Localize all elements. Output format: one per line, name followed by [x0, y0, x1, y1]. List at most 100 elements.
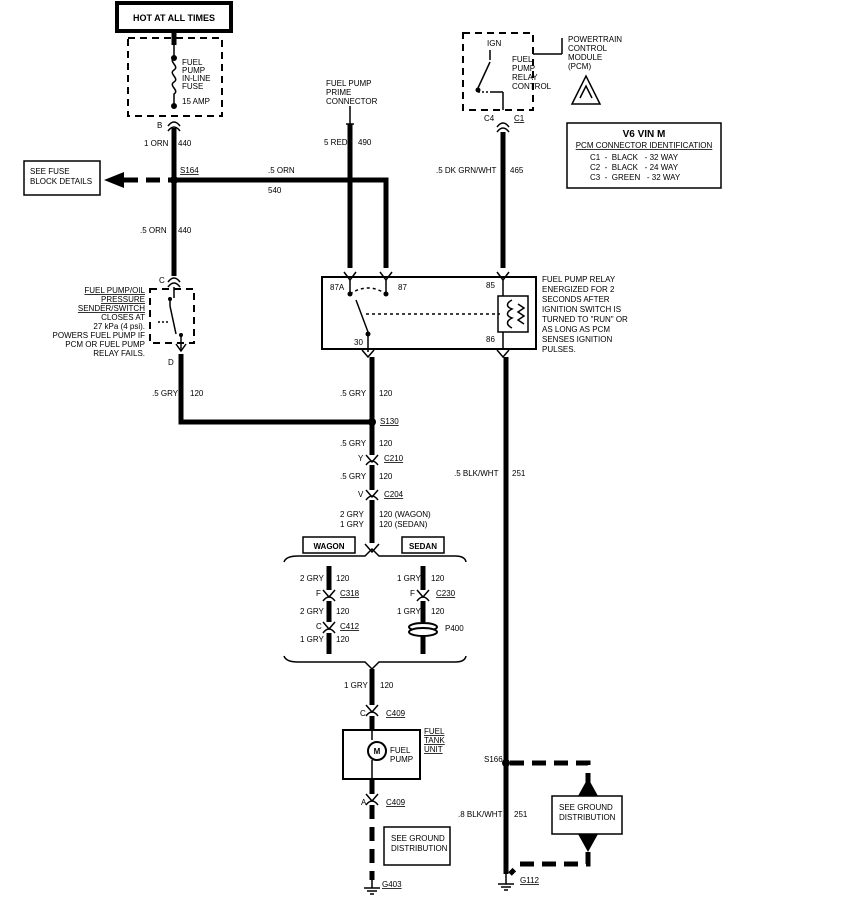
- pump-label-1: FUEL: [390, 746, 411, 755]
- wire-440-top-circuit: 440: [178, 139, 192, 148]
- oil-label-7: PCM OR FUEL PUMP: [65, 340, 145, 349]
- vin-subtitle: PCM CONNECTOR IDENTIFICATION: [576, 141, 713, 150]
- sedan-g2: 1 GRY: [397, 607, 422, 616]
- oil-pin-c: C: [159, 276, 165, 285]
- oil-pin-d: D: [168, 358, 174, 367]
- wire-120-r2-gauge: .5 GRY: [340, 439, 367, 448]
- c204-label: C204: [384, 490, 404, 499]
- oil-label-8: RELAY FAILS.: [93, 349, 145, 358]
- pcm-ctrl-3: RELAY: [512, 73, 538, 82]
- relay-desc-6: AS LONG AS PCM: [542, 325, 610, 334]
- wire-251-circuit: 251: [512, 469, 526, 478]
- relay-desc-3: SECONDS AFTER: [542, 295, 610, 304]
- wire-120-r3-gauge: .5 GRY: [340, 472, 367, 481]
- wire-120-r1-circuit: 120: [379, 389, 393, 398]
- oil-switch-box: [149, 288, 195, 344]
- pcm-c1: C1: [514, 114, 525, 123]
- fuse-label-4: FUSE: [182, 82, 203, 91]
- wagon-c3: 120: [336, 635, 350, 644]
- splice-s166-label: S166: [484, 755, 503, 764]
- c409-bot-pin: A: [361, 798, 367, 807]
- wire-251-bot-gauge: .8 BLK/WHT: [458, 810, 503, 819]
- sedan-g1: 1 GRY: [397, 574, 422, 583]
- wagon-label: WAGON: [313, 542, 344, 551]
- tank-label-3: UNIT: [424, 745, 443, 754]
- c409-bot-label: C409: [386, 798, 406, 807]
- oil-label-3: SENDER/SWITCH: [78, 304, 145, 313]
- wire-120-bottom-circuit: 120: [380, 681, 394, 690]
- arrow-up-icon: [578, 778, 598, 796]
- splice-s164-label: S164: [180, 166, 199, 175]
- vin-box: [566, 122, 722, 189]
- wagon-g3: 1 GRY: [300, 635, 325, 644]
- g112-label: G112: [520, 876, 540, 885]
- c210-pin: Y: [358, 454, 364, 463]
- pcm-label-1: POWERTRAIN: [568, 35, 622, 44]
- wire-120-r3-circuit: 120: [379, 472, 393, 481]
- pcm-ctrl-2: PUMP: [512, 64, 535, 73]
- relay-desc-2: ENERGIZED FOR 2: [542, 285, 615, 294]
- wire-251-bot-circuit: 251: [514, 810, 528, 819]
- splice-s130: [368, 418, 376, 426]
- oil-label-2: PRESSURE: [101, 295, 145, 304]
- wire-120-r1-gauge: .5 GRY: [340, 389, 367, 398]
- wagon-pin2: C: [316, 622, 322, 631]
- pump-label-2: PUMP: [390, 755, 413, 764]
- oil-label-5: 27 kPa (4 psi).: [93, 322, 145, 331]
- pcm-ign: IGN: [487, 39, 501, 48]
- split-c2: 120 (SEDAN): [379, 520, 428, 529]
- wire-120-r2-circuit: 120: [379, 439, 393, 448]
- wire-490-gauge: 5 RED: [324, 138, 348, 147]
- wagon-pin1: F: [316, 589, 321, 598]
- wire-540-gauge: .5 ORN: [268, 166, 295, 175]
- motor-icon: [367, 741, 387, 761]
- wire-251-gauge: .5 BLK/WHT: [454, 469, 499, 478]
- vin-row-3: C3 - GREEN - 32 WAY: [590, 173, 681, 182]
- arrow-left-icon: [104, 172, 124, 188]
- arrow-down-icon: [578, 834, 598, 852]
- sedan-label: SEDAN: [409, 542, 437, 551]
- vin-row-2: C2 - BLACK - 24 WAY: [590, 163, 679, 172]
- sedan-c1: 120: [431, 574, 445, 583]
- fuse-box: [127, 37, 223, 117]
- tank-label-2: TANK: [424, 736, 445, 745]
- wire-440-top-gauge: 1 ORN: [144, 139, 169, 148]
- see-fuse-1: SEE FUSE: [30, 167, 70, 176]
- sedan-conn2: P400: [445, 624, 464, 633]
- pcm-label-4: (PCM): [568, 62, 591, 71]
- c210-label: C210: [384, 454, 404, 463]
- wagon-g1: 2 GRY: [300, 574, 325, 583]
- relay-30: 30: [354, 338, 363, 347]
- wire-465-gauge: .5 DK GRN/WHT: [436, 166, 497, 175]
- relay-desc-7: SENSES IGNITION: [542, 335, 612, 344]
- c204-pin: V: [358, 490, 364, 499]
- pcm-c4: C4: [484, 114, 495, 123]
- sedan-conn1: C230: [436, 589, 456, 598]
- see-fuse-2: BLOCK DETAILS: [30, 177, 92, 186]
- fuse-label-1: FUEL: [182, 58, 203, 67]
- split-c1: 120 (WAGON): [379, 510, 431, 519]
- see-ground-left-1: SEE GROUND: [391, 834, 445, 843]
- c409-top-pin: C: [360, 709, 366, 718]
- fuse-icon: [171, 45, 177, 106]
- oil-label-6: POWERS FUEL PUMP IF: [53, 331, 146, 340]
- oil-label-1: FUEL PUMP/OIL: [84, 286, 145, 295]
- wire-120-left-gauge: .5 GRY: [152, 389, 179, 398]
- see-ground-right-2: DISTRIBUTION: [559, 813, 616, 822]
- relay-85: 85: [486, 281, 495, 290]
- hot-at-all-times-label: HOT AT ALL TIMES: [133, 13, 215, 23]
- see-fuse-block-box: [23, 160, 101, 196]
- pcm-ctrl-4: CONTROL: [512, 82, 552, 91]
- sedan-c2: 120: [431, 607, 445, 616]
- motor-m: M: [374, 747, 381, 756]
- fuse-label-3: IN-LINE: [182, 74, 210, 83]
- pcm-box: [462, 32, 534, 111]
- wagon-conn2: C412: [340, 622, 360, 631]
- vin-title: V6 VIN M: [623, 129, 666, 140]
- relay-resistor-icon: [516, 303, 526, 325]
- g403-label: G403: [382, 880, 402, 889]
- wire-465-circuit: 465: [510, 166, 524, 175]
- see-ground-right-box: [551, 795, 623, 835]
- relay-desc-1: FUEL PUMP RELAY: [542, 275, 616, 284]
- fuse-label-2: PUMP: [182, 66, 205, 75]
